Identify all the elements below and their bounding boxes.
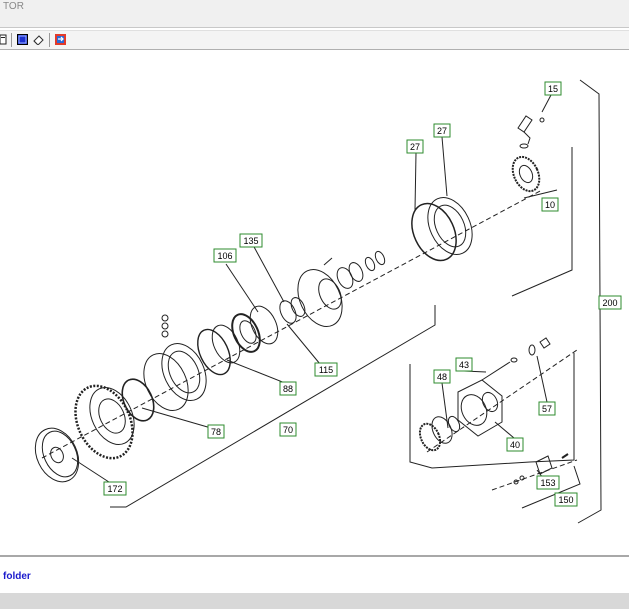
svg-text:15: 15 xyxy=(548,84,558,94)
svg-text:48: 48 xyxy=(437,372,447,382)
parts-diagram-canvas: 15 27 27 10 200 135 106 115 88 78 70 172… xyxy=(2,50,627,555)
eraser-icon[interactable] xyxy=(33,34,44,45)
toolbar xyxy=(0,30,629,50)
callout-153[interactable]: 153 xyxy=(536,475,560,490)
window-title: TOR xyxy=(3,1,24,12)
svg-text:150: 150 xyxy=(558,495,573,505)
svg-text:115: 115 xyxy=(319,365,333,375)
svg-text:10: 10 xyxy=(545,200,555,210)
svg-text:78: 78 xyxy=(211,427,221,437)
callout-78[interactable]: 78 xyxy=(207,424,225,439)
select-icon[interactable] xyxy=(17,34,28,45)
callout-27-b[interactable]: 27 xyxy=(406,139,424,154)
svg-text:135: 135 xyxy=(243,236,258,246)
callout-27-a[interactable]: 27 xyxy=(433,123,451,138)
svg-text:106: 106 xyxy=(217,251,232,261)
svg-text:88: 88 xyxy=(283,384,293,394)
svg-text:200: 200 xyxy=(602,298,617,308)
status-bar xyxy=(0,593,629,609)
bracket-70 xyxy=(110,305,436,508)
export-icon[interactable] xyxy=(55,34,66,45)
callout-40[interactable]: 40 xyxy=(506,437,524,452)
callout-43[interactable]: 43 xyxy=(455,357,473,372)
svg-text:27: 27 xyxy=(410,142,420,152)
callout-106[interactable]: 106 xyxy=(213,248,237,263)
svg-text:43: 43 xyxy=(459,360,469,370)
callout-labels: 15 27 27 10 200 135 106 115 88 78 70 172… xyxy=(103,81,622,507)
callout-57[interactable]: 57 xyxy=(538,401,556,416)
callout-15[interactable]: 15 xyxy=(544,81,562,96)
svg-text:27: 27 xyxy=(437,126,447,136)
folder-link[interactable]: folder xyxy=(3,571,31,582)
page-icon[interactable] xyxy=(0,34,11,45)
svg-text:57: 57 xyxy=(542,404,552,414)
callout-135[interactable]: 135 xyxy=(239,233,263,248)
callout-200[interactable]: 200 xyxy=(598,295,622,310)
toolbar-separator xyxy=(11,33,12,47)
callout-70[interactable]: 70 xyxy=(279,422,297,437)
svg-text:70: 70 xyxy=(283,425,293,435)
svg-text:153: 153 xyxy=(540,478,555,488)
bracket-200 xyxy=(577,79,602,524)
exploded-view-diagram: 15 27 27 10 200 135 106 115 88 78 70 172… xyxy=(34,79,622,524)
callout-88[interactable]: 88 xyxy=(279,381,297,396)
callout-172[interactable]: 172 xyxy=(103,481,127,496)
callout-115[interactable]: 115 xyxy=(314,362,338,377)
title-bar: TOR xyxy=(0,0,629,28)
svg-text:172: 172 xyxy=(107,484,122,494)
callout-10[interactable]: 10 xyxy=(541,197,559,212)
divider xyxy=(0,555,629,557)
toolbar-separator xyxy=(49,33,50,47)
callout-48[interactable]: 48 xyxy=(433,369,451,384)
svg-text:40: 40 xyxy=(510,440,520,450)
callout-150[interactable]: 150 xyxy=(554,492,578,507)
